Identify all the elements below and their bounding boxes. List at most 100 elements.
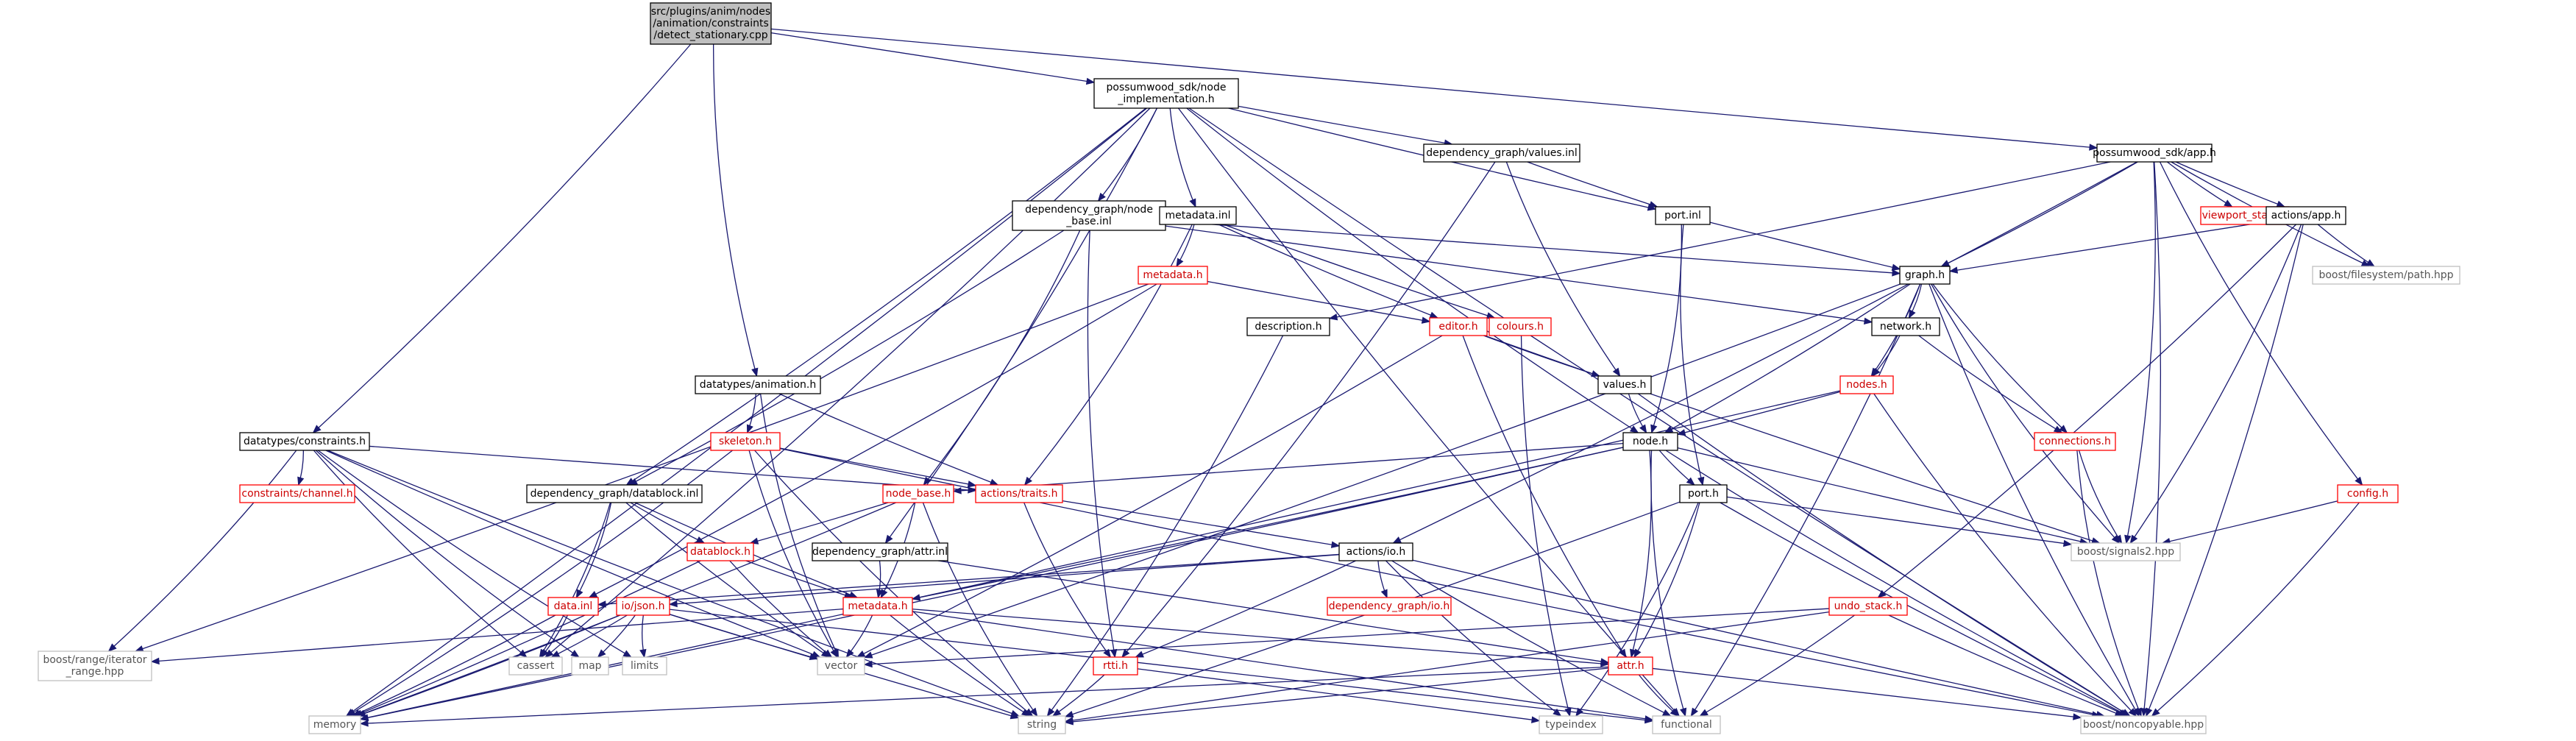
node-colours-h[interactable]: colours.h <box>1489 317 1552 336</box>
node-box[interactable] <box>1093 656 1138 676</box>
node-data-inl[interactable]: data.inl <box>547 597 599 616</box>
node-box[interactable] <box>710 432 781 451</box>
node-config-h[interactable]: config.h <box>2337 484 2399 503</box>
node-box[interactable] <box>1655 206 1711 225</box>
node-io-json[interactable]: io/json.h <box>616 597 670 616</box>
node-box[interactable] <box>508 656 563 676</box>
node-functional[interactable]: functional <box>1652 715 1721 734</box>
node-datablock-inl[interactable]: dependency_graph/datablock.inl <box>526 484 703 503</box>
node-cassert[interactable]: cassert <box>508 656 563 676</box>
node-actions-io[interactable]: actions/io.h <box>1338 542 1413 561</box>
node-box[interactable] <box>616 597 670 616</box>
node-metadata-h-top[interactable]: metadata.h <box>1138 266 1208 285</box>
node-box[interactable] <box>2265 206 2346 225</box>
node-box[interactable] <box>2312 266 2460 285</box>
node-box[interactable] <box>1539 715 1603 734</box>
node-box[interactable] <box>686 542 754 561</box>
node-graph-h[interactable]: graph.h <box>1899 266 1951 285</box>
node-box[interactable] <box>1018 715 1066 734</box>
node-nodes-h[interactable]: nodes.h <box>1839 375 1894 394</box>
node-map[interactable]: map <box>571 656 609 676</box>
node-box[interactable] <box>1138 266 1208 285</box>
node-memory[interactable]: memory <box>308 715 361 734</box>
node-actions-app[interactable]: actions/app.h <box>2265 206 2346 225</box>
node-box[interactable] <box>1828 597 1908 616</box>
node-box[interactable] <box>526 484 703 503</box>
node-box[interactable] <box>1679 484 1728 503</box>
node-box[interactable] <box>650 2 772 45</box>
node-boost-fs-path[interactable]: boost/filesystem/path.hpp <box>2312 266 2460 285</box>
node-datatypes-animation[interactable]: datatypes/animation.h <box>695 375 821 394</box>
node-constraints-channel[interactable]: constraints/channel.h <box>239 484 355 503</box>
node-node-impl[interactable]: possumwood_sdk/node_implementation.h <box>1093 78 1239 109</box>
node-skeleton-h[interactable]: skeleton.h <box>710 432 781 451</box>
node-box[interactable] <box>1423 143 1580 163</box>
edge-line <box>151 608 844 662</box>
node-box[interactable] <box>571 656 609 676</box>
node-vector[interactable]: vector <box>817 656 865 676</box>
node-box[interactable] <box>1338 542 1413 561</box>
node-actions-traits[interactable]: actions/traits.h <box>975 484 1063 503</box>
node-box[interactable] <box>2034 432 2116 451</box>
edge-line <box>1046 335 1284 717</box>
node-box[interactable] <box>975 484 1063 503</box>
node-rtti-h[interactable]: rtti.h <box>1093 656 1138 676</box>
node-box[interactable] <box>2096 143 2213 163</box>
node-string[interactable]: string <box>1018 715 1066 734</box>
node-box[interactable] <box>1159 206 1237 225</box>
edge-line <box>1188 107 2130 717</box>
node-box[interactable] <box>1871 317 1940 336</box>
node-box[interactable] <box>547 597 599 616</box>
node-boost-range[interactable]: boost/range/iterator_range.hpp <box>38 650 152 681</box>
node-box[interactable] <box>38 650 152 681</box>
node-limits[interactable]: limits <box>622 656 667 676</box>
node-box[interactable] <box>1622 432 1678 451</box>
node-box[interactable] <box>1327 597 1452 616</box>
node-datatypes-constraints[interactable]: datatypes/constraints.h <box>239 432 370 451</box>
node-port-inl[interactable]: port.inl <box>1655 206 1711 225</box>
node-box[interactable] <box>239 432 370 451</box>
node-box[interactable] <box>812 542 948 561</box>
node-box[interactable] <box>1899 266 1951 285</box>
node-editor-h[interactable]: editor.h <box>1429 317 1488 336</box>
node-attr-h[interactable]: attr.h <box>1608 656 1653 676</box>
node-attr-inl[interactable]: dependency_graph/attr.inl <box>812 542 948 561</box>
node-box[interactable] <box>2071 542 2181 561</box>
node-metadata-inl[interactable]: metadata.inl <box>1159 206 1237 225</box>
node-values-h[interactable]: values.h <box>1597 375 1652 394</box>
node-box[interactable] <box>1429 317 1488 336</box>
node-dg-io-h[interactable]: dependency_graph/io.h <box>1327 597 1452 616</box>
node-box[interactable] <box>1597 375 1652 394</box>
node-description-h[interactable]: description.h <box>1246 317 1330 336</box>
node-boost-signals2[interactable]: boost/signals2.hpp <box>2071 542 2181 561</box>
node-node-base-h[interactable]: node_base.h <box>882 484 954 503</box>
node-node-base-inl[interactable]: dependency_graph/node_base.inl <box>1012 200 1166 231</box>
node-undo-stack[interactable]: undo_stack.h <box>1828 597 1908 616</box>
node-network-h[interactable]: network.h <box>1871 317 1940 336</box>
node-typeindex[interactable]: typeindex <box>1539 715 1603 734</box>
node-box[interactable] <box>2337 484 2399 503</box>
node-box[interactable] <box>1608 656 1653 676</box>
node-box[interactable] <box>842 597 913 616</box>
node-port-h[interactable]: port.h <box>1679 484 1728 503</box>
node-datablock-h[interactable]: datablock.h <box>686 542 754 561</box>
node-connections-h[interactable]: connections.h <box>2034 432 2116 451</box>
node-node-h[interactable]: node.h <box>1622 432 1678 451</box>
node-box[interactable] <box>622 656 667 676</box>
node-box[interactable] <box>817 656 865 676</box>
node-box[interactable] <box>308 715 361 734</box>
node-box[interactable] <box>239 484 355 503</box>
node-boost-noncopyable[interactable]: boost/noncopyable.hpp <box>2080 715 2207 734</box>
node-root[interactable]: src/plugins/anim/nodes/animation/constra… <box>650 2 772 45</box>
node-box[interactable] <box>882 484 954 503</box>
node-box[interactable] <box>1093 78 1239 109</box>
node-box[interactable] <box>1839 375 1894 394</box>
node-metadata-h[interactable]: metadata.h <box>842 597 913 616</box>
node-box[interactable] <box>695 375 821 394</box>
node-box[interactable] <box>1246 317 1330 336</box>
node-app-h[interactable]: possumwood_sdk/app.h <box>2093 143 2216 163</box>
node-box[interactable] <box>2080 715 2207 734</box>
node-box[interactable] <box>1489 317 1552 336</box>
node-values-inl[interactable]: dependency_graph/values.inl <box>1423 143 1580 163</box>
node-box[interactable] <box>1652 715 1721 734</box>
